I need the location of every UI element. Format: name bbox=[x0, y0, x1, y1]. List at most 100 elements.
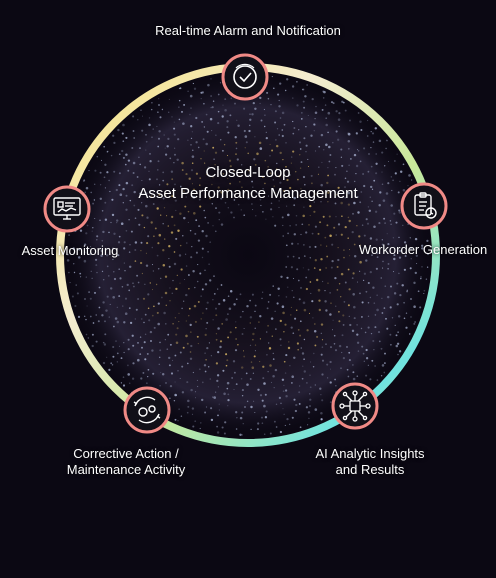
particle-dot bbox=[106, 295, 109, 298]
particle-dot bbox=[302, 100, 305, 103]
particle-glow bbox=[63, 70, 433, 440]
particle-dot bbox=[326, 224, 329, 227]
particle-dot bbox=[229, 114, 232, 117]
particle-dot bbox=[327, 111, 331, 115]
particle-dot bbox=[308, 245, 312, 249]
particle-dot bbox=[178, 99, 181, 102]
particle-dot bbox=[300, 118, 303, 120]
particle-dot bbox=[383, 217, 386, 220]
label-alarm: Real-time Alarm and Notification bbox=[155, 23, 341, 38]
particle-dot bbox=[341, 164, 344, 167]
particle-dot bbox=[320, 244, 322, 246]
particle-dot bbox=[125, 194, 128, 197]
particle-dot bbox=[327, 131, 329, 134]
particle-dot bbox=[348, 359, 351, 362]
particle-dot bbox=[427, 253, 429, 255]
particle-dot bbox=[194, 232, 197, 235]
particle-dot bbox=[215, 307, 217, 310]
particle-dot bbox=[241, 389, 244, 392]
node-alarm bbox=[221, 53, 269, 101]
particle-dot bbox=[224, 98, 227, 100]
particle-dot bbox=[387, 243, 390, 246]
particle-dot bbox=[395, 221, 398, 224]
particle-dot bbox=[271, 76, 273, 78]
label-ai: AI Analytic Insights and Results bbox=[315, 446, 425, 477]
particle-dot bbox=[122, 123, 125, 127]
particle-dot bbox=[356, 341, 360, 344]
particle-dot bbox=[135, 308, 138, 311]
particle-dot bbox=[202, 312, 204, 314]
particle-dot bbox=[399, 293, 402, 297]
particle-dot bbox=[194, 397, 197, 399]
particle-dot bbox=[227, 398, 230, 402]
particle-dot bbox=[324, 289, 326, 292]
particle-dot bbox=[310, 361, 312, 363]
particle-dot bbox=[307, 165, 310, 168]
particle-dot bbox=[341, 334, 344, 337]
particle-dot bbox=[147, 375, 149, 378]
particle-dot bbox=[270, 208, 273, 211]
particle-dot bbox=[190, 169, 194, 172]
particle-dot bbox=[202, 138, 205, 141]
particle-dot bbox=[162, 179, 165, 182]
particle-dot bbox=[193, 212, 196, 215]
particle-dot bbox=[337, 247, 339, 249]
particle-dot bbox=[167, 137, 170, 140]
particle-dot bbox=[192, 195, 196, 199]
particle-dot bbox=[84, 298, 86, 300]
particle-dot bbox=[395, 344, 399, 348]
particle-dot bbox=[206, 346, 209, 350]
particle-dot bbox=[152, 203, 155, 205]
particle-dot bbox=[98, 286, 101, 289]
particle-dot bbox=[359, 244, 362, 247]
particle-dot bbox=[109, 303, 111, 305]
particle-dot bbox=[93, 199, 96, 201]
particle-dot bbox=[179, 185, 182, 188]
particle-dot bbox=[217, 110, 220, 113]
particle-dot bbox=[236, 417, 238, 419]
particle-dot bbox=[241, 164, 243, 166]
particle-dot bbox=[375, 238, 378, 241]
particle-dot bbox=[123, 342, 125, 344]
particle-dot bbox=[309, 405, 311, 407]
particle-dot bbox=[335, 216, 337, 218]
particle-dot bbox=[152, 128, 154, 130]
particle-dot bbox=[212, 319, 214, 321]
particle-dot bbox=[275, 139, 277, 141]
particle-dot bbox=[300, 286, 302, 289]
particle-dot bbox=[217, 93, 220, 96]
particle-dot bbox=[75, 284, 77, 286]
particle-dot bbox=[226, 359, 229, 362]
particle-dot bbox=[175, 341, 179, 344]
particle-dot bbox=[309, 374, 311, 376]
particle-dot bbox=[225, 364, 228, 367]
ai-chip-network-icon bbox=[339, 390, 371, 422]
particle-dot bbox=[373, 225, 376, 229]
particle-dot bbox=[187, 210, 190, 213]
particle-dot bbox=[237, 124, 240, 127]
particle-dot bbox=[90, 246, 92, 248]
particle-dot bbox=[333, 343, 336, 345]
particle-dot bbox=[269, 432, 272, 435]
particle-dot bbox=[374, 210, 378, 213]
particle-dot bbox=[112, 345, 115, 349]
particle-dot bbox=[333, 226, 336, 229]
label-workorder: Workorder Generation bbox=[358, 242, 488, 257]
particle-dot bbox=[69, 282, 71, 284]
particle-dot bbox=[249, 316, 253, 319]
particle-dot bbox=[312, 366, 315, 368]
particle-dot bbox=[338, 320, 341, 323]
particle-dot bbox=[307, 411, 311, 414]
particle-dot bbox=[129, 244, 131, 246]
particle-dot bbox=[249, 378, 252, 380]
particle-dot bbox=[408, 174, 411, 177]
particle-dot bbox=[158, 184, 161, 186]
particle-dot bbox=[227, 405, 229, 407]
particle-dot bbox=[210, 95, 212, 97]
particle-dot bbox=[168, 111, 170, 113]
particle-dot bbox=[157, 322, 160, 326]
particle-dot bbox=[191, 162, 194, 164]
particle-dot bbox=[314, 259, 317, 262]
particle-dot bbox=[161, 108, 164, 111]
particle-dot bbox=[397, 315, 401, 318]
